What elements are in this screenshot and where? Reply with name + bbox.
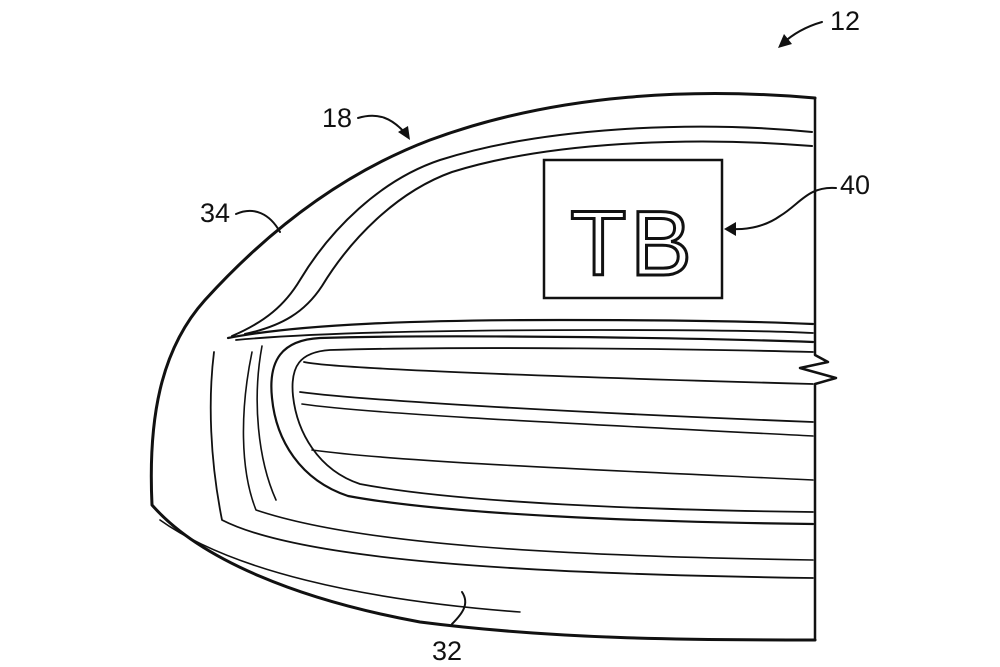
lamp-recess	[270, 335, 815, 526]
badge-text: TB	[570, 193, 696, 295]
arrowhead-40	[724, 222, 736, 236]
arrowhead-18	[398, 126, 410, 140]
badge-emblem: TB	[542, 158, 724, 300]
body-outline	[149, 92, 838, 642]
lower-contours	[159, 345, 814, 613]
reference-32: 32	[432, 591, 467, 666]
reference-34: 34	[200, 198, 281, 233]
badge-frame	[542, 158, 724, 300]
leader-18	[357, 114, 407, 135]
reference-40: 40	[724, 170, 870, 236]
leader-32	[451, 591, 467, 625]
ref-label-32: 32	[432, 636, 462, 666]
ref-label-40: 40	[840, 170, 870, 200]
reference-12: 12	[778, 6, 860, 48]
arrowhead-12	[778, 34, 792, 48]
ref-label-12: 12	[830, 6, 860, 36]
ref-label-34: 34	[200, 198, 230, 228]
ref-label-18: 18	[322, 103, 352, 133]
upper-contours	[226, 125, 815, 341]
leader-40	[731, 186, 837, 231]
reference-18: 18	[322, 103, 410, 140]
leader-34	[235, 209, 281, 233]
